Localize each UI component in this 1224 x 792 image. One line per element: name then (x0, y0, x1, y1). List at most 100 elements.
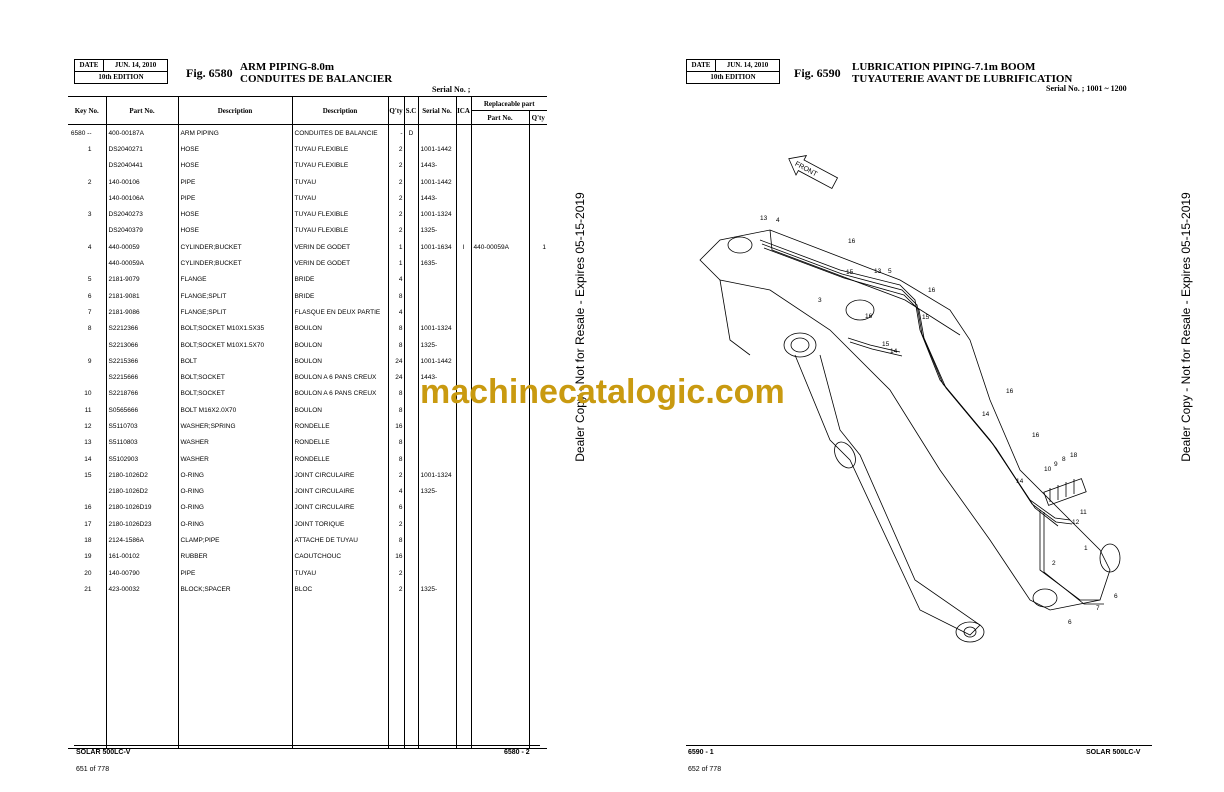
cell-sc (403, 287, 418, 305)
callout-15c: 15 (882, 341, 890, 348)
cell-key: 10 (84, 390, 92, 398)
cell-rep-part (470, 287, 529, 305)
cell-rep-part (470, 516, 529, 533)
cell-rep-qty (528, 157, 547, 174)
cell-rep-qty (528, 581, 547, 598)
cell-ica (455, 222, 471, 240)
left-page: DATE JUN. 14, 2010 10th EDITION Fig. 658… (68, 59, 547, 773)
cell-key: 17 (84, 520, 92, 528)
cell-sc (403, 157, 418, 174)
table-filler (68, 597, 547, 749)
cell-part: 2124-1586A (105, 532, 178, 549)
title-english: ARM PIPING-8.0m (240, 61, 335, 73)
filler-cell (417, 597, 456, 749)
cell-desc-fr: BOULON (291, 336, 388, 354)
cell-key (68, 484, 106, 500)
cell-sc (403, 565, 418, 582)
cell-desc-fr: BRIDE (291, 271, 388, 288)
cell-key: 8 (87, 325, 92, 333)
cell-key: 3 (87, 211, 92, 219)
cell-sc (403, 173, 418, 191)
cell-desc-fr: BOULON A 6 PANS CREUX (291, 385, 388, 403)
cell-qty: 16 (387, 418, 404, 435)
cell-desc-fr: TUYAU (291, 565, 388, 582)
cell-desc-en: BOLT (177, 353, 292, 370)
cell-part: 140-00106A (105, 190, 178, 207)
cell-serial (417, 450, 456, 468)
cell-part: S0565666 (105, 402, 178, 419)
cell-rep-qty (528, 483, 547, 500)
cell-part: S2215666 (105, 369, 178, 386)
cell-rep-qty (528, 385, 547, 403)
cell-qty: 1 (387, 239, 404, 256)
cell-sc (403, 304, 418, 321)
callout-7: 7 (1096, 605, 1100, 612)
cell-qty: 1 (387, 255, 404, 272)
cell-rep-qty (528, 565, 547, 582)
cell-rep-qty (528, 173, 547, 191)
cell-part: S2212366 (105, 320, 178, 337)
cell-desc-en: FLANGE (177, 271, 292, 288)
cell-part: DS2040379 (105, 222, 178, 240)
cell-qty: 2 (387, 516, 404, 533)
cell-part: 2180-1026D19 (105, 499, 178, 517)
footer-model: SOLAR 500LC-V (1086, 749, 1141, 756)
cell-qty: 2 (387, 565, 404, 582)
cell-rep-qty (528, 287, 547, 305)
cell-sc (403, 418, 418, 435)
cell-sc (403, 548, 418, 566)
cell-serial: 1443- (417, 369, 456, 386)
cell-sc (403, 222, 418, 240)
footer-page: 6590 - 1 (688, 749, 714, 756)
header-replaceable-part: Replaceable part (470, 96, 547, 111)
header-rep-qty: Q'ty (528, 110, 547, 125)
cell-desc-en: CLAMP;PIPE (177, 532, 292, 549)
cell-qty: 2 (387, 141, 404, 158)
cell-rep-part (470, 548, 529, 566)
cell-key: 20 (84, 569, 92, 577)
cell-serial (417, 287, 456, 305)
header-qty: Q'ty (387, 96, 404, 125)
cell-desc-en: WASHER (177, 434, 292, 451)
cell-serial: 1635- (417, 255, 456, 272)
cell-key (68, 158, 106, 174)
callout-5: 5 (888, 268, 892, 275)
cell-ica (455, 581, 471, 598)
title-english: LUBRICATION PIPING-7.1m BOOM (852, 61, 1036, 73)
cell-ica (455, 141, 471, 158)
footer-page: 6580 - 2 (504, 749, 530, 756)
cell-desc-fr: TUYAU FLEXIBLE (291, 206, 388, 223)
cell-qty: 2 (387, 157, 404, 174)
cell-ica (455, 516, 471, 533)
cell-sc (403, 516, 418, 533)
cell-rep-qty (528, 190, 547, 207)
cell-serial: 1325- (417, 336, 456, 354)
cell-key: 18 (84, 537, 92, 545)
cell-rep-qty (528, 124, 547, 142)
callout-16b: 16 (928, 287, 936, 294)
cell-rep-part (470, 320, 529, 337)
callout-3: 3 (818, 297, 822, 304)
cell-key (68, 255, 106, 271)
cell-desc-fr: VERIN DE GODET (291, 239, 388, 256)
cell-serial: 1325- (417, 222, 456, 240)
cell-ica: I (455, 239, 471, 256)
cell-desc-en: O-RING (177, 516, 292, 533)
cell-ica (455, 402, 471, 419)
cell-rep-part (470, 532, 529, 549)
cell-sc (403, 434, 418, 451)
cell-key: 14 (84, 455, 92, 463)
cell-rep-part (470, 499, 529, 517)
cell-desc-en: BLOCK;SPACER (177, 581, 292, 598)
cell-serial (417, 385, 456, 403)
callout-14b: 14 (982, 411, 990, 418)
cell-desc-en: O-RING (177, 467, 292, 484)
cell-part: S2218766 (105, 385, 178, 403)
cell-key (68, 223, 106, 239)
cell-ica (455, 190, 471, 207)
